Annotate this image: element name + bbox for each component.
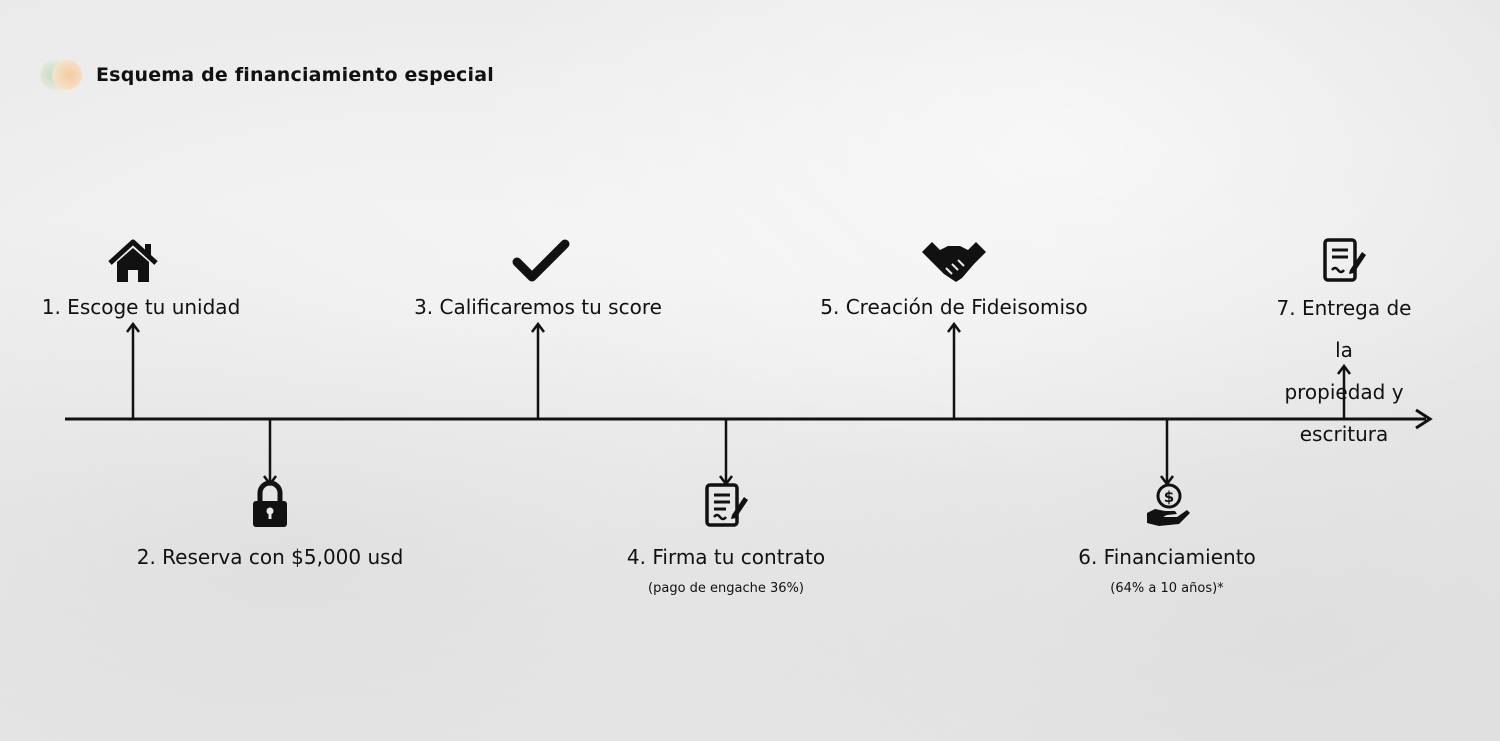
step-6-sublabel: (64% a 10 años)*	[1110, 581, 1224, 596]
header: Esquema de financiamiento especial	[38, 58, 494, 92]
step-7-label-line1: 7. Entrega de la	[1276, 296, 1412, 362]
connector-step-5	[947, 321, 961, 419]
connector-step-3	[531, 321, 545, 419]
step-4-sublabel: (pago de engache 36%)	[648, 581, 804, 596]
logo	[38, 58, 82, 92]
step-7-label: 7. Entrega de la propiedad y escritura	[1266, 287, 1422, 455]
connector-step-6	[1160, 419, 1174, 487]
step-5-label: 5. Creación de Fideisomiso	[820, 295, 1088, 319]
connector-step-2	[263, 419, 277, 487]
document-icon	[1323, 238, 1366, 282]
step-7-label-line2: propiedad y escritura	[1284, 380, 1404, 446]
checkmark-icon	[512, 239, 570, 282]
page-title: Esquema de financiamiento especial	[96, 64, 494, 86]
step-3-label: 3. Calificaremos tu score	[414, 295, 662, 319]
timeline-axis	[65, 408, 1433, 430]
house-icon	[108, 239, 158, 282]
step-6-label: 6. Financiamiento	[1078, 545, 1256, 569]
connector-step-4	[719, 419, 733, 487]
lock-icon	[253, 480, 287, 527]
step-4-label: 4. Firma tu contrato	[626, 545, 826, 569]
contract-icon	[705, 483, 748, 527]
money-hand-icon: $	[1147, 483, 1190, 526]
handshake-icon	[922, 242, 986, 282]
step-1-label: 1. Escoge tu unidad	[41, 295, 241, 319]
svg-text:$: $	[1164, 488, 1174, 506]
step-2-label: 2. Reserva con $5,000 usd	[136, 545, 404, 569]
connector-step-7	[1337, 363, 1351, 419]
connector-step-1	[126, 321, 140, 419]
